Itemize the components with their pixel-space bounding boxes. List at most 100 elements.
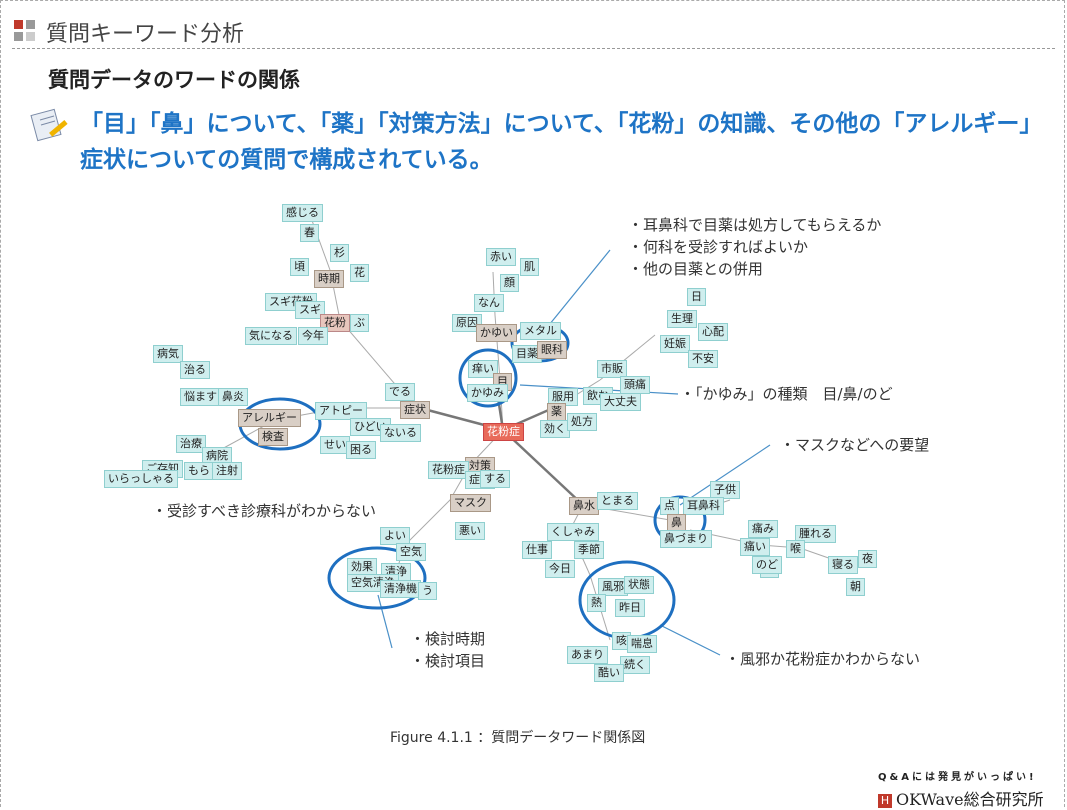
header-logo-icon-2: [26, 20, 35, 29]
footer-brand: H OKWave総合研究所: [878, 786, 1044, 810]
word-tag: でる: [385, 383, 415, 401]
word-tag: あまり: [567, 646, 608, 664]
word-tag: 大丈夫: [600, 393, 641, 411]
word-tag: 赤い: [486, 248, 516, 266]
word-tag: 悪い: [455, 522, 485, 540]
header-divider: [12, 48, 1055, 49]
note-review-1: ・検討時期: [410, 630, 486, 648]
note-review-2: ・検討項目: [410, 652, 486, 670]
word-tag: 今日: [545, 560, 575, 578]
word-tag: 杉: [330, 244, 349, 262]
word-tag: 処方: [567, 413, 597, 431]
word-tag: 悩ます: [180, 388, 221, 406]
word-tag: 原因: [452, 314, 482, 332]
note-eye-med-1: ・耳鼻科で目薬は処方してもらえるか: [628, 216, 882, 234]
word-tag: 眼科: [537, 341, 567, 359]
word-tag: ぶ: [350, 314, 369, 332]
word-tag: マスク: [450, 494, 491, 512]
word-tag: 熱: [587, 594, 606, 612]
figure-caption: Figure 4.1.1 ：質問データワード関係図: [390, 730, 646, 746]
word-tag: 目薬: [512, 345, 542, 363]
word-tag: 顔: [500, 274, 519, 292]
word-tag: 効果: [347, 558, 377, 576]
footer-slogan: Q&Aには発見がいっぱい!: [878, 772, 1037, 783]
section-subtitle: 質問データのワードの関係: [48, 68, 300, 92]
word-tag: 清浄機: [380, 580, 421, 598]
word-tag: 生理: [667, 310, 697, 328]
word-tag: 妊娠: [660, 335, 690, 353]
word-tag: 朝: [846, 578, 865, 596]
note-eye-med-3: ・他の目薬との併用: [628, 260, 763, 278]
word-tag: 痒い: [468, 360, 498, 378]
memo-pencil-icon: [30, 108, 68, 142]
word-tag: 空気: [396, 543, 426, 561]
word-tag: 喘息: [627, 635, 657, 653]
word-tag: せい: [320, 436, 350, 454]
word-tag-root: 花粉症: [483, 423, 524, 441]
word-tag: 痛い: [740, 538, 770, 556]
word-tag: 服用: [548, 388, 578, 406]
word-tag: 鼻炎: [218, 388, 248, 406]
word-tag: 心配: [698, 323, 728, 341]
word-tag: 頃: [290, 258, 309, 276]
word-tag: スギ: [295, 301, 325, 319]
word-tag: 耳鼻科: [683, 497, 724, 515]
word-tag: う: [418, 582, 437, 600]
word-tag: 検査: [258, 428, 288, 446]
word-tag: メタル: [520, 322, 561, 340]
word-tag: 効く: [540, 420, 570, 438]
header-logo-icon-3: [14, 32, 23, 41]
note-eye-med-2: ・何科を受診すればよいか: [628, 238, 809, 256]
word-tag: 風邪: [598, 578, 628, 596]
word-tag: いらっしゃる: [104, 470, 178, 488]
word-tag: 続く: [620, 656, 650, 674]
word-tag: 症状: [400, 401, 430, 419]
note-mask: ・マスクなどへの要望: [780, 436, 930, 454]
word-tag: 昨日: [615, 599, 645, 617]
word-tag: 花粉症: [428, 461, 469, 479]
word-tag: 治る: [180, 361, 210, 379]
word-tag: 春: [300, 224, 319, 242]
word-tag: 市販: [597, 360, 627, 378]
lead-statement: 「目」「鼻」について、「薬」「対策方法」について、「花粉」の知識、その他の「アレ…: [80, 111, 1043, 173]
note-clinic: ・受診すべき診療科がわからない: [152, 502, 376, 520]
word-tag: 鼻づまり: [660, 530, 712, 548]
word-tag: 薬: [547, 403, 566, 421]
page-title: 質問キーワード分析: [46, 22, 245, 47]
word-tag: なん: [474, 294, 504, 312]
word-tag: 病気: [153, 345, 183, 363]
word-tag: 酷い: [594, 664, 624, 682]
word-tag: 不安: [688, 350, 718, 368]
word-tag: 鼻水: [569, 497, 599, 515]
word-tag: 腫れる: [795, 525, 836, 543]
word-tag: 仕事: [522, 541, 552, 559]
word-tag: 治療: [176, 435, 206, 453]
word-tag: 痛み: [748, 520, 778, 538]
word-tag: くしゃみ: [547, 523, 599, 541]
word-tag: 点: [660, 497, 679, 515]
word-tag: とまる: [597, 492, 638, 510]
word-tag: 気になる: [245, 327, 297, 345]
header-logo-icon-4: [26, 32, 35, 41]
word-tag: 感じる: [282, 204, 323, 222]
word-tag: 注射: [212, 462, 242, 480]
header-logo-icon: [14, 20, 23, 29]
word-tag: 状態: [624, 576, 654, 594]
brand-logo-icon: H: [878, 793, 892, 808]
word-tag: アトピー: [315, 402, 367, 420]
word-tag: 肌: [520, 258, 539, 276]
word-tag: 子供: [710, 481, 740, 499]
word-tag: 喉: [786, 540, 805, 558]
word-tag: のど: [752, 556, 782, 574]
brand-name: OKWave総合研究所: [896, 790, 1044, 809]
word-tag: 困る: [346, 441, 376, 459]
word-tag: よい: [380, 527, 410, 545]
word-tag: 時期: [314, 270, 344, 288]
word-tag: 花: [350, 264, 369, 282]
word-tag: 夜: [858, 550, 877, 568]
word-tag: 日: [687, 288, 706, 306]
word-tag: 今年: [298, 327, 328, 345]
word-tag: 季節: [574, 541, 604, 559]
